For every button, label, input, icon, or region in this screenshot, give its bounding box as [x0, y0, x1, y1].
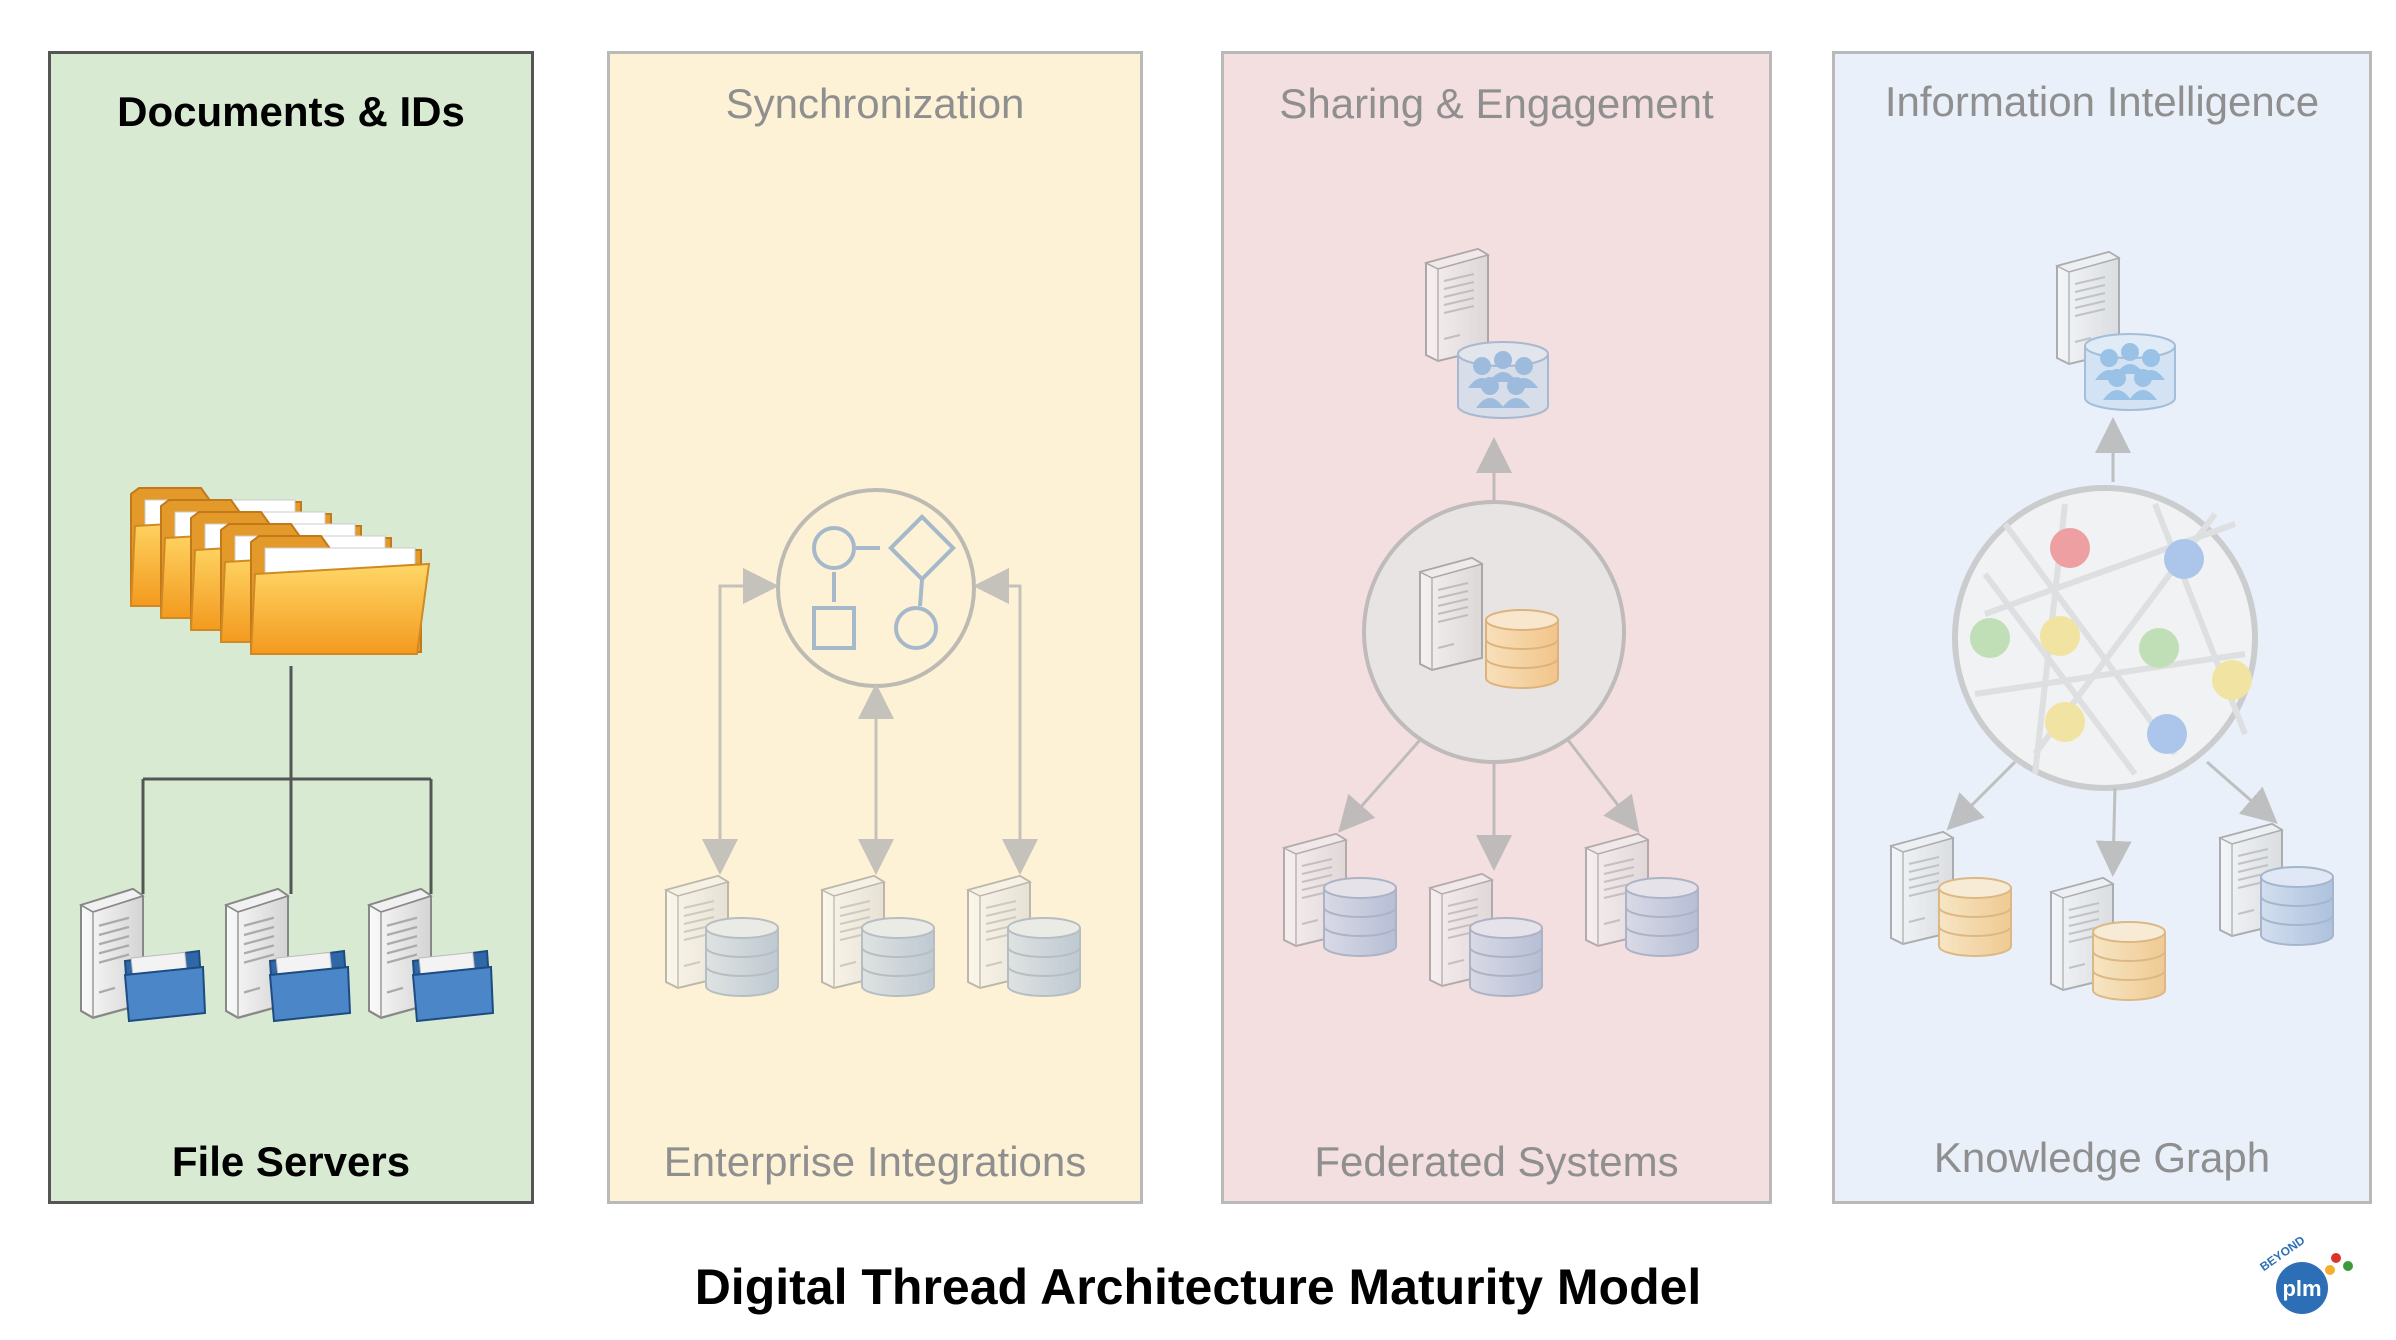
panel-synchronization: Synchronization Enterprise Integrations	[607, 51, 1143, 1204]
beyond-plm-logo: plm BEYOND	[2257, 1233, 2353, 1314]
documents-diagram	[51, 487, 531, 1201]
synchronization-diagram	[665, 488, 1081, 997]
database-server-icon	[2050, 877, 2166, 1001]
panel-top-label: Synchronization	[725, 80, 1025, 127]
svg-text:plm: plm	[2282, 1276, 2321, 1301]
panel-top-label: Information Intelligence	[1884, 78, 2320, 125]
file-server-icon	[369, 889, 493, 1021]
sharing-diagram	[1283, 248, 1699, 997]
database-server-icon	[1283, 833, 1397, 957]
collaboration-server-icon	[2056, 251, 2175, 410]
tree-connector	[141, 666, 433, 894]
collaboration-server-icon	[1425, 248, 1548, 418]
panel-bottom-label: Knowledge Graph	[1933, 1134, 2271, 1181]
knowledge-graph-icon	[1952, 485, 2258, 791]
intelligence-diagram	[1890, 251, 2334, 1001]
panel-top-label: Documents & IDs	[117, 88, 465, 135]
file-folders-icon	[130, 487, 430, 655]
panel-intelligence: Information Intelligence	[1832, 51, 2372, 1204]
panel-bottom-label: File Servers	[171, 1138, 411, 1185]
diagram-title: Digital Thread Architecture Maturity Mod…	[694, 1259, 1702, 1315]
panel-bottom-label: Enterprise Integrations	[663, 1138, 1087, 1185]
panel-top-label: Sharing & Engagement	[1279, 80, 1714, 127]
database-server-icon	[2219, 823, 2334, 946]
database-server-icon	[967, 875, 1081, 997]
panel-sharing: Sharing & Engagement Federated Systems	[1221, 51, 1772, 1204]
panel-documents: Documents & IDs File Servers	[48, 51, 534, 1204]
database-server-icon	[821, 875, 935, 997]
workflow-icon	[776, 488, 976, 688]
file-server-icon	[226, 889, 350, 1021]
database-server-icon	[1429, 873, 1543, 997]
database-server-icon	[665, 875, 779, 997]
database-server-icon	[1890, 831, 2012, 957]
panel-bottom-label: Federated Systems	[1314, 1138, 1679, 1185]
sync-arrows	[702, 568, 1038, 875]
file-server-icon	[81, 889, 205, 1021]
database-server-icon	[1585, 833, 1699, 957]
